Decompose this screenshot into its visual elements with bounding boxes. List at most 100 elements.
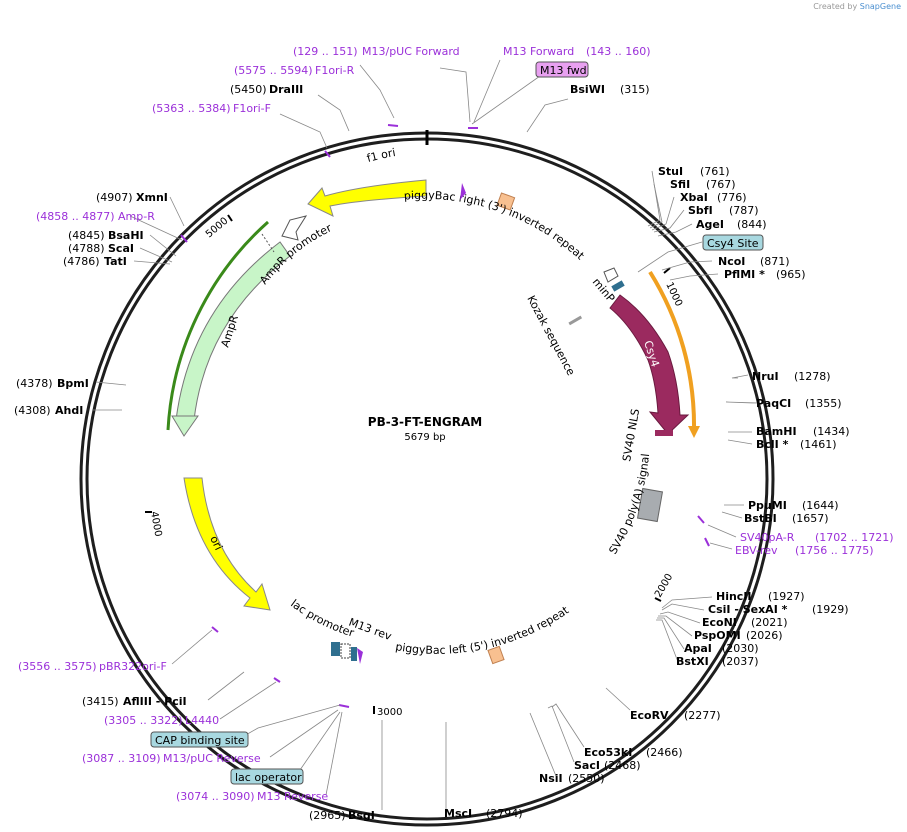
enzyme-afliii-name: AflIII - PciI <box>123 695 187 708</box>
enzyme-hincii-pos: (1927) <box>768 590 805 603</box>
enzyme-sbfi-name: SbfI <box>688 204 713 217</box>
leader-bcli <box>727 439 753 445</box>
enzyme-bcli-pos: (1461) <box>800 438 837 451</box>
leader-m13fwd-box <box>471 75 541 125</box>
tick-2000-mark <box>654 597 662 602</box>
leader-l4440 <box>219 681 277 720</box>
leader-xmni <box>169 196 185 227</box>
kozak-mark[interactable] <box>568 315 583 326</box>
enzyme-bstxi-pos: (2037) <box>722 655 759 668</box>
enzyme-stui-name: StuI <box>658 165 683 178</box>
enzyme-xmni-name: XmnI <box>136 191 168 204</box>
enzyme-pflmi-name: PflMI * <box>724 268 765 281</box>
tick-5000-mark <box>227 214 233 222</box>
f1-ori-label: f1 ori <box>365 146 396 165</box>
leader-csii <box>661 603 705 611</box>
leader-paqci <box>725 401 761 404</box>
lac-operator-box[interactable] <box>230 768 304 785</box>
enzyme-bstxi-name: BstXI <box>676 655 709 668</box>
leader-sbfi <box>653 209 685 233</box>
enzyme-nrui-pos: (1278) <box>794 370 831 383</box>
leader-f1orir <box>359 64 395 119</box>
enzyme-apai-pos: (2030) <box>722 642 759 655</box>
leader-bstbi <box>721 511 743 519</box>
lac-operator-mark[interactable] <box>351 647 357 661</box>
enzyme-draiii-pos: (5450) <box>230 83 267 96</box>
piggybac-right-label: piggyBac right (3') inverted repeat <box>403 189 587 263</box>
csy4-site-box[interactable] <box>702 234 764 251</box>
enzyme-sfii-pos: (767) <box>706 178 736 191</box>
leader-tati <box>133 260 171 265</box>
enzyme-ncoi-name: NcoI <box>718 255 745 268</box>
enzyme-afliii-pos: (3415) <box>82 695 119 708</box>
leader-ecorv <box>605 687 631 711</box>
leader-bsiwi <box>526 98 569 133</box>
enzyme-msci-name: MscI <box>444 807 472 820</box>
cap-binding-box[interactable] <box>150 731 249 748</box>
enzyme-econi-pos: (2021) <box>751 616 788 629</box>
m13-primer-mark[interactable] <box>460 183 466 200</box>
leader-sfii <box>649 183 663 229</box>
sv40-nls-mark[interactable] <box>655 430 673 436</box>
m13-fwd-box-label: M13 fwd <box>540 64 587 77</box>
enzyme-agei-pos: (844) <box>737 218 767 231</box>
enzyme-bpmi-pos: (4378) <box>16 377 53 390</box>
lac-promoter-mark[interactable] <box>340 643 351 659</box>
enzyme-pspomi-name: PspOMI <box>694 629 741 642</box>
enzyme-sbfi-pos: (787) <box>729 204 759 217</box>
leader-pflmi <box>669 273 719 281</box>
enzyme-pflmi-pos: (965) <box>776 268 806 281</box>
enzyme-eco53ki-name: Eco53kI <box>584 746 632 759</box>
leader-apai <box>657 617 685 650</box>
enzyme-xbai-pos: (776) <box>717 191 747 204</box>
ampr-promoter-arrow[interactable] <box>281 215 308 241</box>
csy4-outer-arc-head <box>688 426 700 438</box>
primer-mark-pbr322 <box>211 626 219 633</box>
leader-nsii <box>529 712 557 777</box>
enzyme-ecorv-name: EcoRV <box>630 709 669 722</box>
tick-4000: 4000 <box>148 511 163 538</box>
primer-mark-m13rev <box>338 704 350 708</box>
enzyme-bsiwi-name: BsiWI <box>570 83 605 96</box>
primer-pbr322-name: pBR322ori-F <box>99 660 167 673</box>
leader-aflIII <box>207 671 245 701</box>
minp-label: minP <box>590 276 618 306</box>
primer-m13pucrev-range: (3087 .. 3109) <box>82 752 161 765</box>
ori-arrow[interactable] <box>183 477 271 611</box>
enzyme-tati-name: TatI <box>104 255 127 268</box>
plasmid-name: PB-3-FT-ENGRAM <box>368 415 482 429</box>
primer-m13reverse-range: (3074 .. 3090) <box>176 790 255 803</box>
primer-ampr-name: Amp-R <box>118 210 155 223</box>
piggybac-right-repeat[interactable] <box>496 192 516 211</box>
primer-mark-l4440 <box>273 677 281 683</box>
leader-sv40par <box>707 524 737 538</box>
primer-mark-ebvrev <box>704 537 710 547</box>
cap-binding-mark[interactable] <box>331 642 340 656</box>
sv40-polya-mark[interactable] <box>636 487 664 523</box>
csy4-site-mark[interactable] <box>611 280 625 292</box>
primer-ebvrev-range: (1756 .. 1775) <box>795 544 874 557</box>
f1-ori-arrow[interactable] <box>307 179 427 217</box>
enzyme-bsahi-name: BsaHI <box>108 229 144 242</box>
primer-m13puc-fwd-name: M13/pUC Forward <box>362 45 460 58</box>
leader-bsahi <box>149 234 177 257</box>
leader-eco53ki <box>551 703 585 748</box>
enzyme-xmni-pos: (4907) <box>96 191 133 204</box>
primer-f1orif-name: F1ori-F <box>233 102 271 115</box>
leader-nrui <box>731 374 749 379</box>
leader-csy4site <box>637 241 703 273</box>
ampr-arrow[interactable] <box>171 415 199 437</box>
primer-sv40par-range: (1702 .. 1721) <box>815 531 894 544</box>
kozak-label: Kozak sequence <box>524 293 577 378</box>
leader-econi <box>659 611 701 624</box>
enzyme-pspomi-pos: (2026) <box>746 629 783 642</box>
enzyme-ahdi-pos: (4308) <box>14 404 51 417</box>
enzyme-paqci-name: PaqCI <box>756 397 791 410</box>
leader-pspomi <box>658 615 693 637</box>
m13-rev-mark[interactable] <box>357 648 363 664</box>
piggybac-left-repeat[interactable] <box>487 645 505 665</box>
m13-fwd-box[interactable] <box>535 61 589 78</box>
leader-m13-fwd <box>473 59 501 123</box>
minp-arrow[interactable] <box>603 267 619 283</box>
enzyme-labels: (5450) DraIII BsiWI (315) StuI (761) Sfi… <box>14 83 850 822</box>
